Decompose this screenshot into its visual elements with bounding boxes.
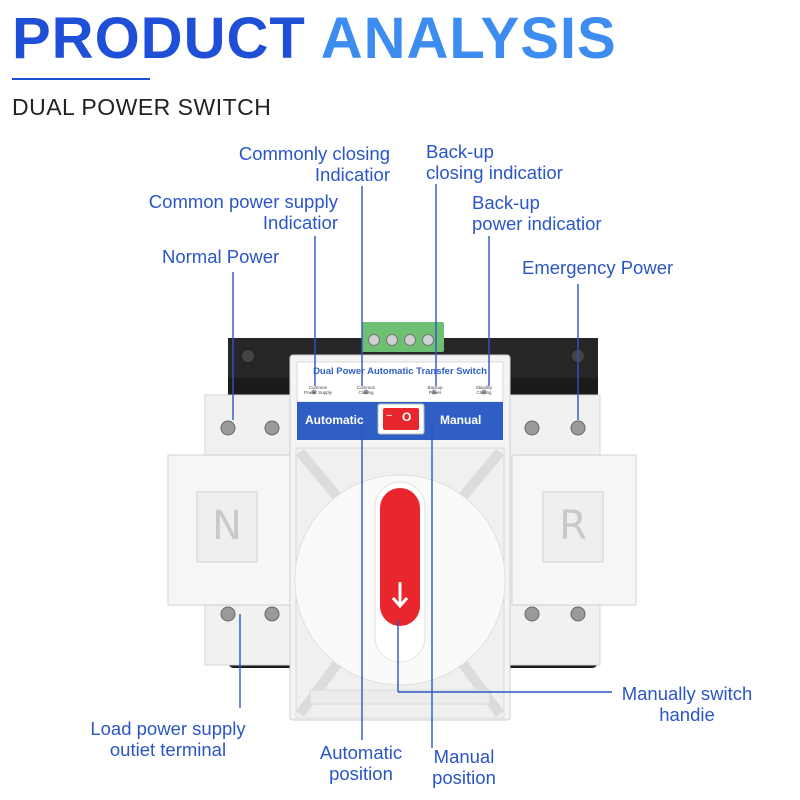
terminal-screw-icon bbox=[220, 420, 236, 436]
terminal-screw-icon bbox=[264, 420, 280, 436]
terminal-screw-icon bbox=[404, 334, 416, 346]
title-underline bbox=[12, 78, 150, 80]
mode-label-automatic: Automatic bbox=[305, 413, 364, 427]
page-title: PRODUCT ANALYSIS bbox=[12, 6, 617, 72]
arrow-down-icon bbox=[391, 582, 409, 609]
indicator-led-icon bbox=[431, 389, 437, 395]
indicator-led-icon bbox=[481, 389, 487, 395]
indicator-led-icon bbox=[311, 389, 317, 395]
pole-letter-n: N bbox=[212, 503, 242, 549]
pole-letter-r: R bbox=[559, 503, 587, 549]
terminal-screw-icon bbox=[422, 334, 434, 346]
handle-red-insert bbox=[380, 488, 420, 626]
terminal-screw-icon bbox=[524, 420, 540, 436]
panel-title: Dual Power Automatic Transfer Switch bbox=[313, 366, 487, 377]
page-subtitle: DUAL POWER SWITCH bbox=[12, 94, 272, 120]
terminal-screw-icon bbox=[220, 606, 236, 622]
rocker-dash-mark: − bbox=[386, 410, 393, 422]
mode-label-manual: Manual bbox=[440, 413, 482, 427]
terminal-screw-icon bbox=[368, 334, 380, 346]
label-panel bbox=[296, 361, 504, 403]
terminal-screw-icon bbox=[524, 606, 540, 622]
label-normal-power: Normal Power bbox=[162, 246, 280, 267]
terminal-screw-icon bbox=[570, 420, 586, 436]
terminal-screw-icon bbox=[570, 606, 586, 622]
rocker-off-mark: O bbox=[402, 410, 412, 424]
terminal-screw-icon bbox=[386, 334, 398, 346]
label-emergency-power: Emergency Power bbox=[522, 257, 674, 278]
terminal-screw-icon bbox=[264, 606, 280, 622]
rail-screw-icon bbox=[242, 350, 254, 362]
title-word-product: PRODUCT bbox=[12, 6, 306, 71]
indicator-led-icon bbox=[363, 389, 369, 395]
terminal-block bbox=[362, 322, 444, 352]
title-word-analysis: ANALYSIS bbox=[320, 6, 617, 71]
